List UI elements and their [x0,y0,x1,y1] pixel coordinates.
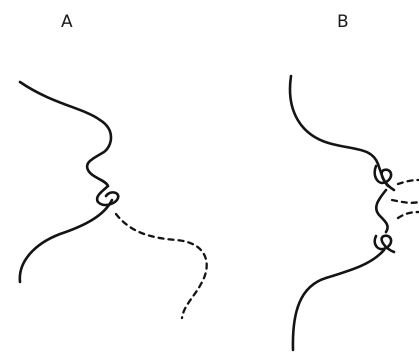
panel-b-lower-curve [293,250,384,350]
panel-b-dashed-lower [398,212,419,218]
panel-b-middle-bend [376,190,387,232]
panel-b-upper-curve [290,76,388,186]
panel-a [20,82,207,318]
panel-a-lower-curve [20,200,112,282]
panel-b-dashed-upper [398,180,419,184]
panel-a-dashed-curve [116,214,207,318]
panel-a-label: A [61,14,73,31]
panel-b-dashed-middle [392,200,419,203]
panel-a-loop [97,186,118,205]
panel-b [290,76,419,350]
panel-a-upper-curve [20,82,111,186]
panel-b-label: B [337,14,349,31]
